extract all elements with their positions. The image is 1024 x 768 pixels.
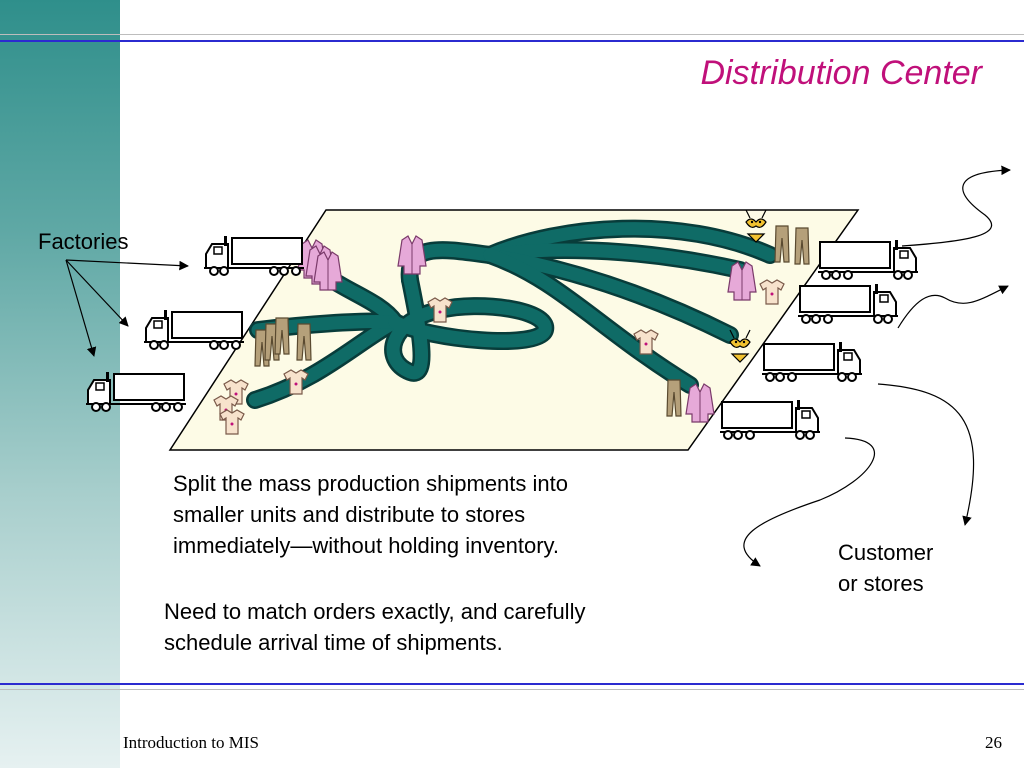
footer-course: Introduction to MIS bbox=[123, 733, 259, 752]
requirement-paragraph: Need to match orders exactly, and carefu… bbox=[164, 596, 674, 658]
description-line3: immediately—without holding inventory. bbox=[173, 533, 559, 558]
delivery-truck-2 bbox=[797, 283, 899, 324]
slide-title: Distribution Center bbox=[700, 54, 982, 92]
factory-truck-3 bbox=[85, 371, 187, 412]
customer-arrows bbox=[743, 165, 1011, 567]
footer-page-number: 26 bbox=[985, 733, 1002, 752]
header-rule-gray bbox=[0, 34, 1024, 35]
customer-label-line2: or stores bbox=[838, 571, 924, 596]
footer-rule-blue bbox=[0, 683, 1024, 685]
description-line2: smaller units and distribute to stores bbox=[173, 502, 526, 527]
factories-arrows bbox=[65, 259, 189, 357]
customer-label: Customer or stores bbox=[838, 537, 978, 599]
description-line1: Split the mass production shipments into bbox=[173, 471, 568, 496]
requirement-line1: Need to match orders exactly, and carefu… bbox=[164, 599, 586, 624]
delivery-truck-4 bbox=[719, 399, 821, 440]
customer-label-line1: Customer bbox=[838, 540, 934, 565]
delivery-truck-3 bbox=[761, 341, 863, 382]
footer-rule-gray bbox=[0, 689, 1024, 690]
requirement-line2: schedule arrival time of shipments. bbox=[164, 630, 503, 655]
description-paragraph: Split the mass production shipments into… bbox=[173, 468, 653, 561]
factory-truck-2 bbox=[143, 309, 245, 350]
header-rule-blue bbox=[0, 40, 1024, 42]
factories-label: Factories bbox=[38, 229, 129, 254]
